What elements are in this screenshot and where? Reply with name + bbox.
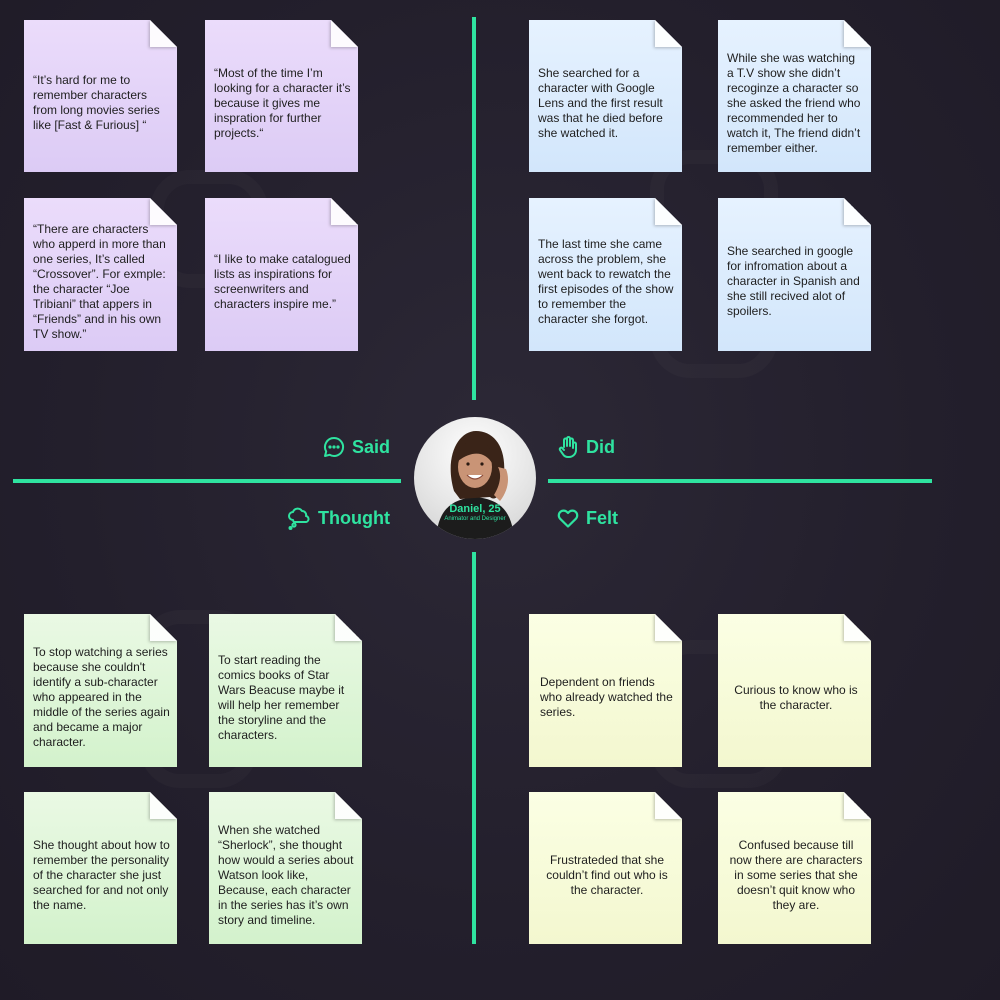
felt-note: Frustrateded that she couldn’t find out … (529, 792, 682, 944)
said-note: “There are characters who apperd in more… (24, 198, 177, 351)
hand-icon (558, 436, 577, 458)
said-label-text: Said (352, 436, 391, 457)
note-text: Confused because till now there are char… (729, 837, 863, 912)
thought-label: Thought (286, 506, 390, 530)
thought-note: She thought about how to remember the pe… (24, 792, 177, 944)
felt-note: Dependent on friends who already watched… (529, 614, 682, 767)
thought-cloud-icon (288, 507, 310, 530)
thought-note: To stop watching a series because she co… (24, 614, 177, 767)
note-fold (655, 614, 682, 641)
note-fold (844, 20, 871, 47)
thought-label-text: Thought (318, 507, 390, 528)
persona-role: Animator and Designer (444, 516, 506, 522)
note-text: “Most of the time I’m looking for a char… (214, 65, 351, 140)
note-text: “It’s hard for me to remember characters… (33, 73, 160, 132)
note-fold (331, 198, 358, 225)
said-note: “Most of the time I’m looking for a char… (205, 20, 358, 172)
did-label: Did (556, 435, 615, 459)
note-fold (335, 614, 362, 641)
did-note: While she was watching a T.V show she di… (718, 20, 871, 172)
note-text: The last time she came across the proble… (538, 236, 674, 326)
note-fold (150, 792, 177, 819)
note-fold (150, 20, 177, 47)
note-text: “I like to make catalogued lists as insp… (214, 251, 351, 311)
note-text: While she was watching a T.V show she di… (727, 50, 861, 155)
did-note: The last time she came across the proble… (529, 198, 682, 351)
said-label: Said (322, 435, 390, 459)
vertical-axis-bottom (472, 552, 476, 944)
persona-name: Daniel, 25 (449, 503, 501, 515)
note-text: To stop watching a series because she co… (33, 645, 170, 749)
did-label-text: Did (586, 436, 615, 457)
did-note: She searched for a character with Google… (529, 20, 682, 172)
said-note: “I like to make catalogued lists as insp… (205, 198, 358, 351)
note-text: When she watched “Sherlock”, she thought… (218, 822, 354, 927)
note-fold (331, 20, 358, 47)
persona-avatar: Daniel, 25 Animator and Designer (414, 417, 536, 539)
note-fold (335, 792, 362, 819)
note-text: She searched for a character with Google… (538, 65, 663, 140)
note-fold (844, 198, 871, 225)
horizontal-axis-left (13, 479, 401, 483)
note-fold (655, 20, 682, 47)
heart-icon (557, 509, 579, 528)
note-text: Curious to know who is the character. (734, 682, 858, 712)
said-note: “It’s hard for me to remember characters… (24, 20, 177, 172)
note-fold (844, 792, 871, 819)
felt-label: Felt (556, 506, 618, 530)
thought-note: To start reading the comics books of Sta… (209, 614, 362, 767)
note-text: To start reading the comics books of Sta… (218, 652, 345, 742)
vertical-axis-top (472, 17, 476, 400)
note-text: She searched in google for infromation a… (727, 244, 860, 318)
note-fold (655, 792, 682, 819)
note-text: She thought about how to remember the pe… (33, 837, 170, 912)
persona-photo (436, 431, 514, 539)
horizontal-axis-right (548, 479, 932, 483)
thought-note: When she watched “Sherlock”, she thought… (209, 792, 362, 944)
note-text: Dependent on friends who already watched… (540, 675, 673, 719)
felt-note: Curious to know who is the character. (718, 614, 871, 767)
note-text: “There are characters who apperd in more… (33, 221, 166, 341)
felt-note: Confused because till now there are char… (718, 792, 871, 944)
note-text: Frustrateded that she couldn’t find out … (546, 852, 668, 897)
felt-label-text: Felt (586, 507, 619, 528)
did-note: She searched in google for infromation a… (718, 198, 871, 351)
note-fold (844, 614, 871, 641)
chat-bubble-icon (324, 436, 345, 457)
